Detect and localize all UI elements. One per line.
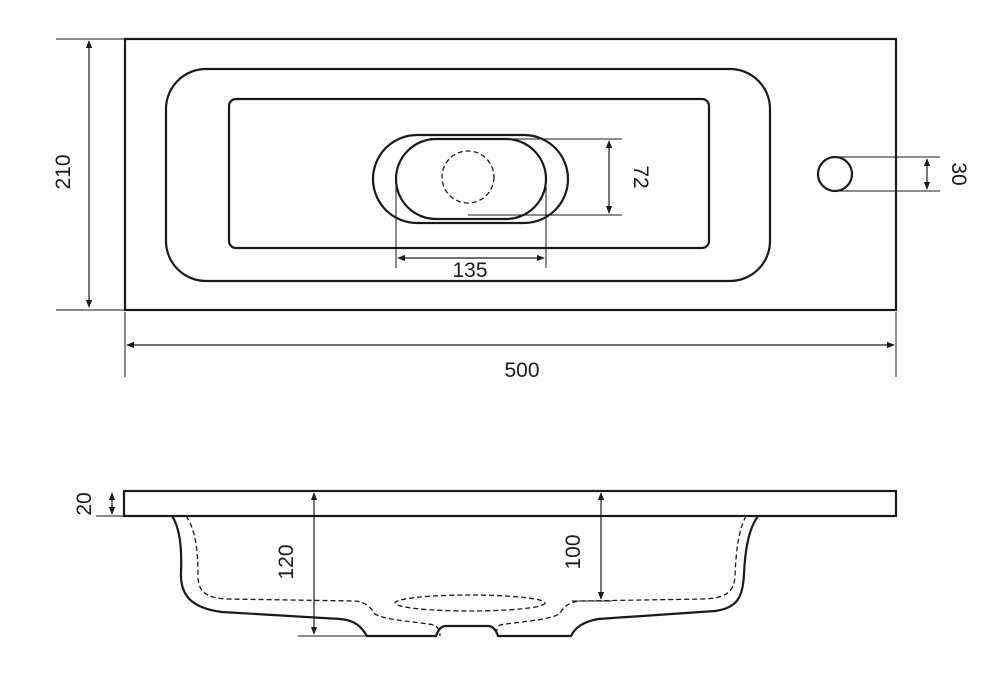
slab-outline xyxy=(123,37,898,312)
tap-hole xyxy=(816,155,854,193)
bowl-outer-profile xyxy=(171,515,759,638)
dim-120-label: 120 xyxy=(275,544,298,579)
drain-hole xyxy=(441,150,495,204)
side-view: 20 120 100 xyxy=(73,489,898,638)
dim-30-label: 30 xyxy=(947,162,970,185)
bowl-inner-profile-right xyxy=(495,515,747,637)
drain-outer-outline xyxy=(371,133,570,225)
slab-section xyxy=(122,489,898,518)
dim-210-label: 210 xyxy=(52,154,75,189)
drain-section xyxy=(394,594,546,612)
dim-20-label: 20 xyxy=(73,492,96,515)
dim-100-label: 100 xyxy=(562,534,585,569)
basin-inner-outline xyxy=(227,97,711,250)
dim-135-label: 135 xyxy=(452,259,487,282)
basin-outer-outline xyxy=(164,67,772,283)
dim-72-label: 72 xyxy=(629,165,652,188)
bowl-inner-profile xyxy=(185,515,441,637)
top-view: 210 500 135 72 30 xyxy=(52,37,970,382)
dim-500-label: 500 xyxy=(504,359,539,382)
